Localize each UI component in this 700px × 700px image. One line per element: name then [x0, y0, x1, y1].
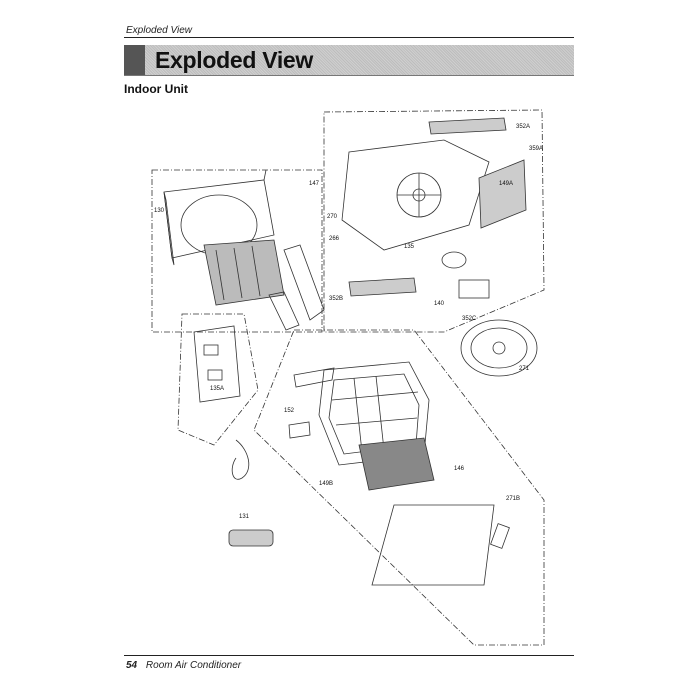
callout-label: 152 — [284, 408, 295, 414]
exploded-diagram-svg: 352A 359A 149A 130 147 270 266 135 352B … — [151, 109, 545, 646]
side-rail — [283, 244, 325, 321]
product-name: Room Air Conditioner — [145, 660, 242, 671]
front-panel — [371, 504, 495, 586]
callout-label: 135 — [404, 244, 415, 250]
callout-label: 266 — [329, 236, 340, 242]
louver-left — [348, 277, 417, 297]
callout-label: 149B — [319, 481, 333, 487]
callout-label: 359A — [529, 146, 543, 152]
corner-cover-2 — [288, 421, 311, 439]
louver-right — [478, 159, 527, 229]
panel-assembly-outline — [253, 329, 545, 646]
callout-label: 131 — [239, 514, 250, 520]
section-title: Indoor Unit — [124, 82, 188, 96]
remote-controller — [228, 529, 274, 547]
control-board — [193, 325, 241, 403]
callout-label: 147 — [309, 181, 320, 187]
heat-exchanger — [203, 239, 285, 306]
page-title: Exploded View — [155, 47, 313, 73]
exploded-view-diagram: 352A 359A 149A 130 147 270 266 135 352B … — [124, 100, 574, 650]
callout-label: 146 — [454, 466, 465, 472]
callout-label: 352B — [329, 296, 343, 302]
callout-label: 271 — [519, 366, 530, 372]
control-box-outline — [177, 313, 259, 446]
callout-label: 149A — [499, 181, 513, 187]
callout-label: 270 — [327, 214, 338, 220]
display-unit — [490, 523, 510, 549]
callout-label: 352A — [516, 124, 530, 130]
title-bar: Exploded View — [124, 45, 574, 76]
page-number: 54 — [126, 660, 138, 671]
callout-labels: 352A 359A 149A 130 147 270 266 135 352B … — [154, 124, 543, 520]
turbo-fan — [460, 319, 538, 377]
air-filter — [358, 437, 435, 491]
louver-top — [428, 117, 507, 135]
left-frame-outline — [151, 169, 323, 333]
header-rule — [124, 37, 574, 38]
corner-cover — [293, 367, 335, 388]
cable-harness — [231, 439, 250, 480]
top-housing — [341, 139, 490, 251]
callout-label: 130 — [154, 208, 165, 214]
title-bar-accent — [124, 45, 145, 75]
callout-label: 271B — [506, 496, 520, 502]
top-assembly-outline — [323, 109, 545, 333]
side-rail-2 — [268, 291, 300, 331]
footer-rule — [124, 655, 574, 656]
callout-label: 140 — [434, 301, 445, 307]
callout-label: 352C — [462, 316, 477, 322]
callout-label: 135A — [210, 386, 224, 392]
running-header: Exploded View — [126, 25, 192, 36]
fan-motor — [441, 251, 490, 299]
page-footer: 54 Room Air Conditioner — [126, 660, 241, 671]
